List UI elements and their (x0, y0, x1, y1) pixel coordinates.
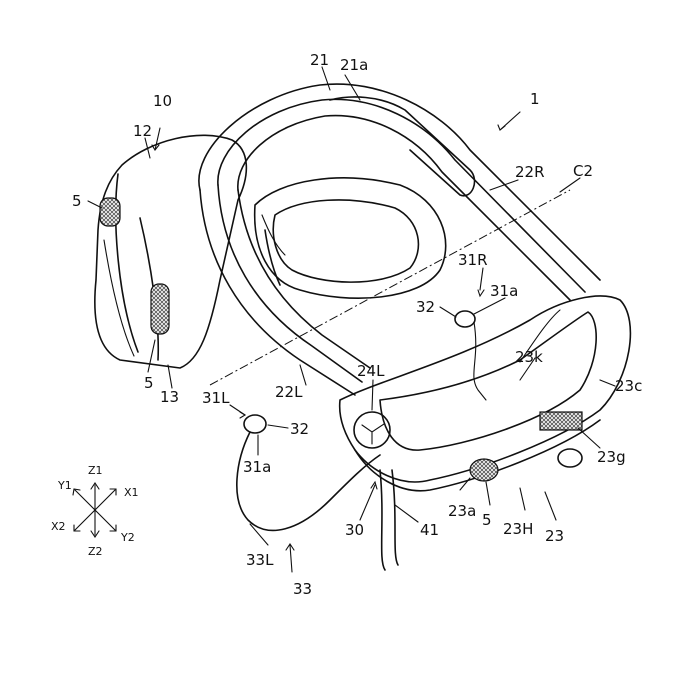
label-23c: 23c (615, 377, 642, 395)
earpiece-left (243, 414, 267, 434)
label-31a-left: 31a (243, 458, 271, 476)
axis-indicator (72, 482, 117, 538)
hinge-24L (353, 411, 391, 449)
label-1: 1 (530, 90, 540, 108)
label-30: 30 (345, 521, 364, 539)
label-21: 21 (310, 51, 329, 69)
label-C2: C2 (573, 162, 593, 180)
axis-label-z1: Z1 (88, 464, 103, 477)
label-33: 33 (293, 580, 312, 598)
label-24L: 24L (357, 362, 385, 380)
label-33L: 33L (246, 551, 274, 569)
label-13: 13 (160, 388, 179, 406)
label-31L: 31L (202, 389, 230, 407)
label-12: 12 (133, 122, 152, 140)
leader-lines (87, 66, 616, 573)
sensor-patch-top (99, 197, 121, 227)
label-41: 41 (420, 521, 439, 539)
axis-labels: Z1 Z2 Y1 Y2 X1 X2 (51, 464, 139, 558)
label-23H: 23H (503, 520, 533, 538)
label-32-right: 32 (416, 298, 435, 316)
label-10: 10 (153, 92, 172, 110)
axis-label-x2: X2 (51, 520, 66, 533)
label-5a: 5 (72, 192, 82, 210)
label-23g: 23g (597, 448, 626, 466)
axis-label-x1: X1 (124, 486, 139, 499)
center-line-c2 (209, 189, 571, 386)
label-23a: 23a (448, 502, 476, 520)
display-housing (94, 134, 248, 369)
rear-dial (557, 448, 583, 468)
sensor-patch-rear (469, 458, 499, 482)
label-23k: 23k (515, 348, 543, 366)
light-shield (253, 177, 447, 299)
axis-label-y1: Y1 (57, 479, 72, 492)
label-32-left: 32 (290, 420, 309, 438)
axis-label-y2: Y2 (120, 531, 135, 544)
reference-labels: 1 10 12 5 5 13 21 21a 22R C2 31R 31a 32 … (72, 51, 642, 598)
label-31a-right: 31a (490, 282, 518, 300)
label-31R: 31R (458, 251, 488, 269)
head-band (198, 83, 601, 396)
label-5b: 5 (144, 374, 154, 392)
earpiece-right (454, 310, 476, 328)
rear-band (338, 295, 632, 492)
label-5c: 5 (482, 511, 492, 529)
label-22R: 22R (515, 163, 545, 181)
rear-button-23g (539, 411, 583, 431)
earphone-cables (236, 310, 487, 571)
label-21a: 21a (340, 56, 368, 74)
sensor-patch-side (150, 283, 170, 335)
label-23: 23 (545, 527, 564, 545)
axis-label-z2: Z2 (88, 545, 103, 558)
label-22L: 22L (275, 383, 303, 401)
